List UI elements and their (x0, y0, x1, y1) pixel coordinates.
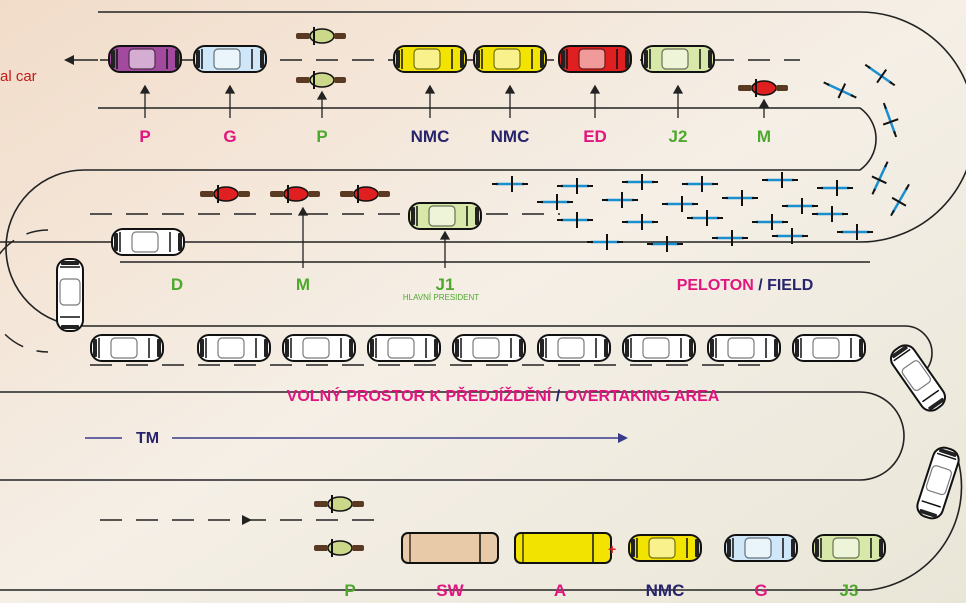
car-p1 (108, 45, 182, 73)
direction-arrows (64, 55, 628, 525)
label-j3: J3 (839, 581, 859, 600)
road-outline (0, 11, 966, 591)
label-j1-sub: HLAVNÍ PRESIDENT (402, 293, 480, 302)
car-nmc1 (393, 45, 467, 73)
label-ed: ED (583, 127, 607, 146)
label-g-bottom: G (754, 581, 768, 600)
car-nmc2 (473, 45, 547, 73)
overtaking-cz: VOLNÝ PROSTOR K PŘEDJÍŽDĚNÍ (286, 388, 552, 405)
pointer-arrows-mid (297, 206, 451, 268)
peloton-slash: / (753, 277, 768, 294)
label-overtaking-area: VOLNÝ PROSTOR K PŘEDJÍŽDĚNÍ / OVERTAKING… (287, 388, 720, 406)
ambulance-cross-icon: + (608, 541, 616, 557)
car-j3 (812, 534, 886, 562)
label-nmc-1: NMC (410, 127, 450, 146)
label-d: D (170, 275, 184, 294)
peloton-en: FIELD (767, 277, 814, 294)
car-j1 (408, 202, 482, 230)
label-p-top: P (139, 127, 151, 146)
label-j1: J1 (435, 275, 455, 294)
pointer-arrows-top (139, 84, 770, 118)
car-ed (558, 45, 632, 73)
label-a: A (553, 581, 567, 600)
van-sw (401, 532, 499, 564)
label-m-mid: M (295, 275, 311, 294)
car-d (111, 228, 185, 256)
overtaking-en: OVERTAKING AREA (564, 388, 720, 405)
car-g1 (193, 45, 267, 73)
label-peloton: PELOTON / FIELD (677, 277, 814, 295)
peloton-cz: PELOTON (676, 277, 754, 294)
van-ambulance (514, 532, 612, 564)
edge-partial-text: al car (0, 68, 37, 85)
car-turn-left (56, 258, 84, 332)
label-tm: TM (136, 430, 160, 447)
car-nmc3 (628, 534, 702, 562)
label-nmc-2: NMC (490, 127, 530, 146)
label-p-moto-top: P (316, 127, 328, 146)
label-p-bottom: P (344, 581, 356, 600)
label-m-top: M (756, 127, 772, 146)
label-sw: SW (436, 581, 464, 600)
label-nmc-3: NMC (645, 581, 685, 600)
car-g2 (724, 534, 798, 562)
label-j2: J2 (668, 127, 688, 146)
overtaking-slash: / (551, 388, 565, 405)
label-g-top: G (223, 127, 237, 146)
car-j2 (641, 45, 715, 73)
